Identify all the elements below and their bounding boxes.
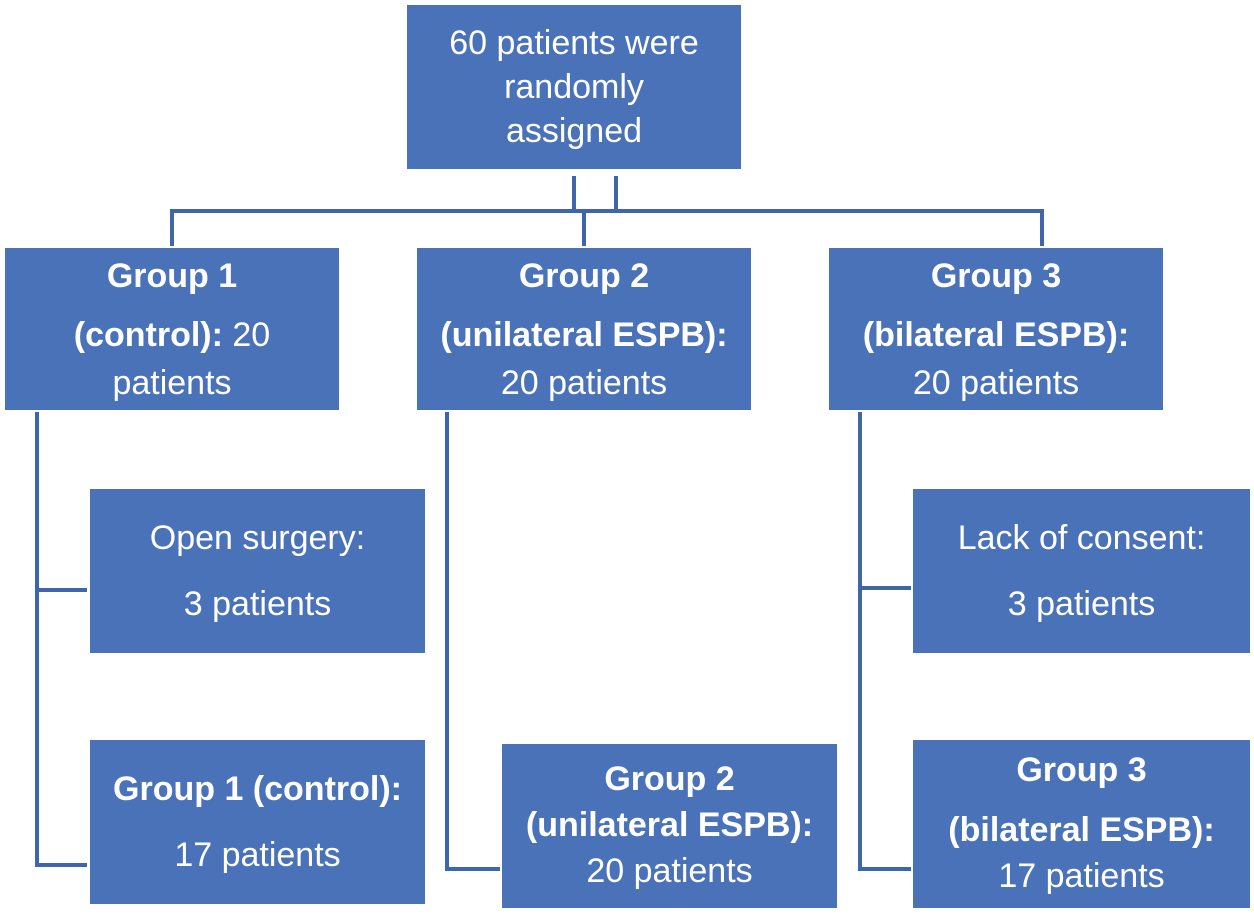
group-2-box: Group 2 (unilateral ESPB): 20 patients [415,246,753,412]
exclusion-lack-of-consent-reason: Lack of consent: [957,518,1206,557]
group-3-qualifier: (bilateral ESPB): [862,316,1130,355]
connector-to-group-2 [582,209,586,247]
randomization-line-1: 60 patients were [449,23,699,62]
group-1-count: patients [112,363,232,402]
group-2-title: Group 2 [518,256,650,295]
group-2-qualifier: (unilateral ESPB): [440,316,728,355]
final-group-2-count: 20 patients [586,851,753,890]
connector-top-left-vertical [572,176,576,212]
randomization-box: 60 patients were randomly assigned [405,3,743,171]
group-3-box: Group 3 (bilateral ESPB): 20 patients [827,246,1165,412]
group-1-count-inline: 20 [222,316,271,355]
group-1-title: Group 1 [106,256,238,295]
connector-horizontal-bar [170,209,1044,213]
exclusion-open-surgery-reason: Open surgery: [149,518,366,557]
exclusion-lack-of-consent-box: Lack of consent: 3 patients [911,487,1252,655]
connector-group-3-final-branch [858,867,912,871]
exclusion-open-surgery-box: Open surgery: 3 patients [88,487,427,655]
connector-group-1-final-branch [35,863,87,867]
exclusion-lack-of-consent-count: 3 patients [1007,585,1156,623]
final-group-1-count: 17 patients [174,836,341,874]
final-group-3-box: Group 3 (bilateral ESPB): 17 patients [911,738,1252,910]
connector-group-1-exclusion-branch [35,588,87,592]
final-group-1-box: Group 1 (control): 17 patients [88,738,427,906]
connector-group-2-final-branch [445,867,501,871]
final-group-2-title: Group 2 [604,760,735,799]
group-1-qualifier: (control): [73,316,223,355]
connector-group-1-trunk [35,412,39,866]
connector-top-right-vertical [614,176,618,212]
group-3-count: 20 patients [912,363,1080,402]
final-group-2-qualifier: (unilateral ESPB): [525,806,814,845]
final-group-2-box: Group 2 (unilateral ESPB): 20 patients [500,742,839,910]
final-group-3-qualifier: (bilateral ESPB): [948,811,1215,850]
connector-group-3-exclusion-branch [858,586,912,590]
group-1-box: Group 1 (control): 20 patients [3,246,341,412]
connector-to-group-1 [170,209,174,247]
connector-group-2-trunk [445,412,449,870]
group-3-title: Group 3 [930,256,1062,295]
randomization-line-3: assigned [505,112,643,151]
final-group-1-title: Group 1 (control): [113,769,402,808]
final-group-3-title: Group 3 [1016,751,1147,790]
connector-to-group-3 [1040,209,1044,247]
group-1-qualifier-line: (control): 20 [74,312,270,360]
final-group-3-count: 17 patients [998,856,1165,895]
randomization-line-2: randomly [504,67,644,106]
group-2-count: 20 patients [500,363,668,402]
connector-group-3-trunk [858,412,862,870]
exclusion-open-surgery-count: 3 patients [183,585,332,623]
